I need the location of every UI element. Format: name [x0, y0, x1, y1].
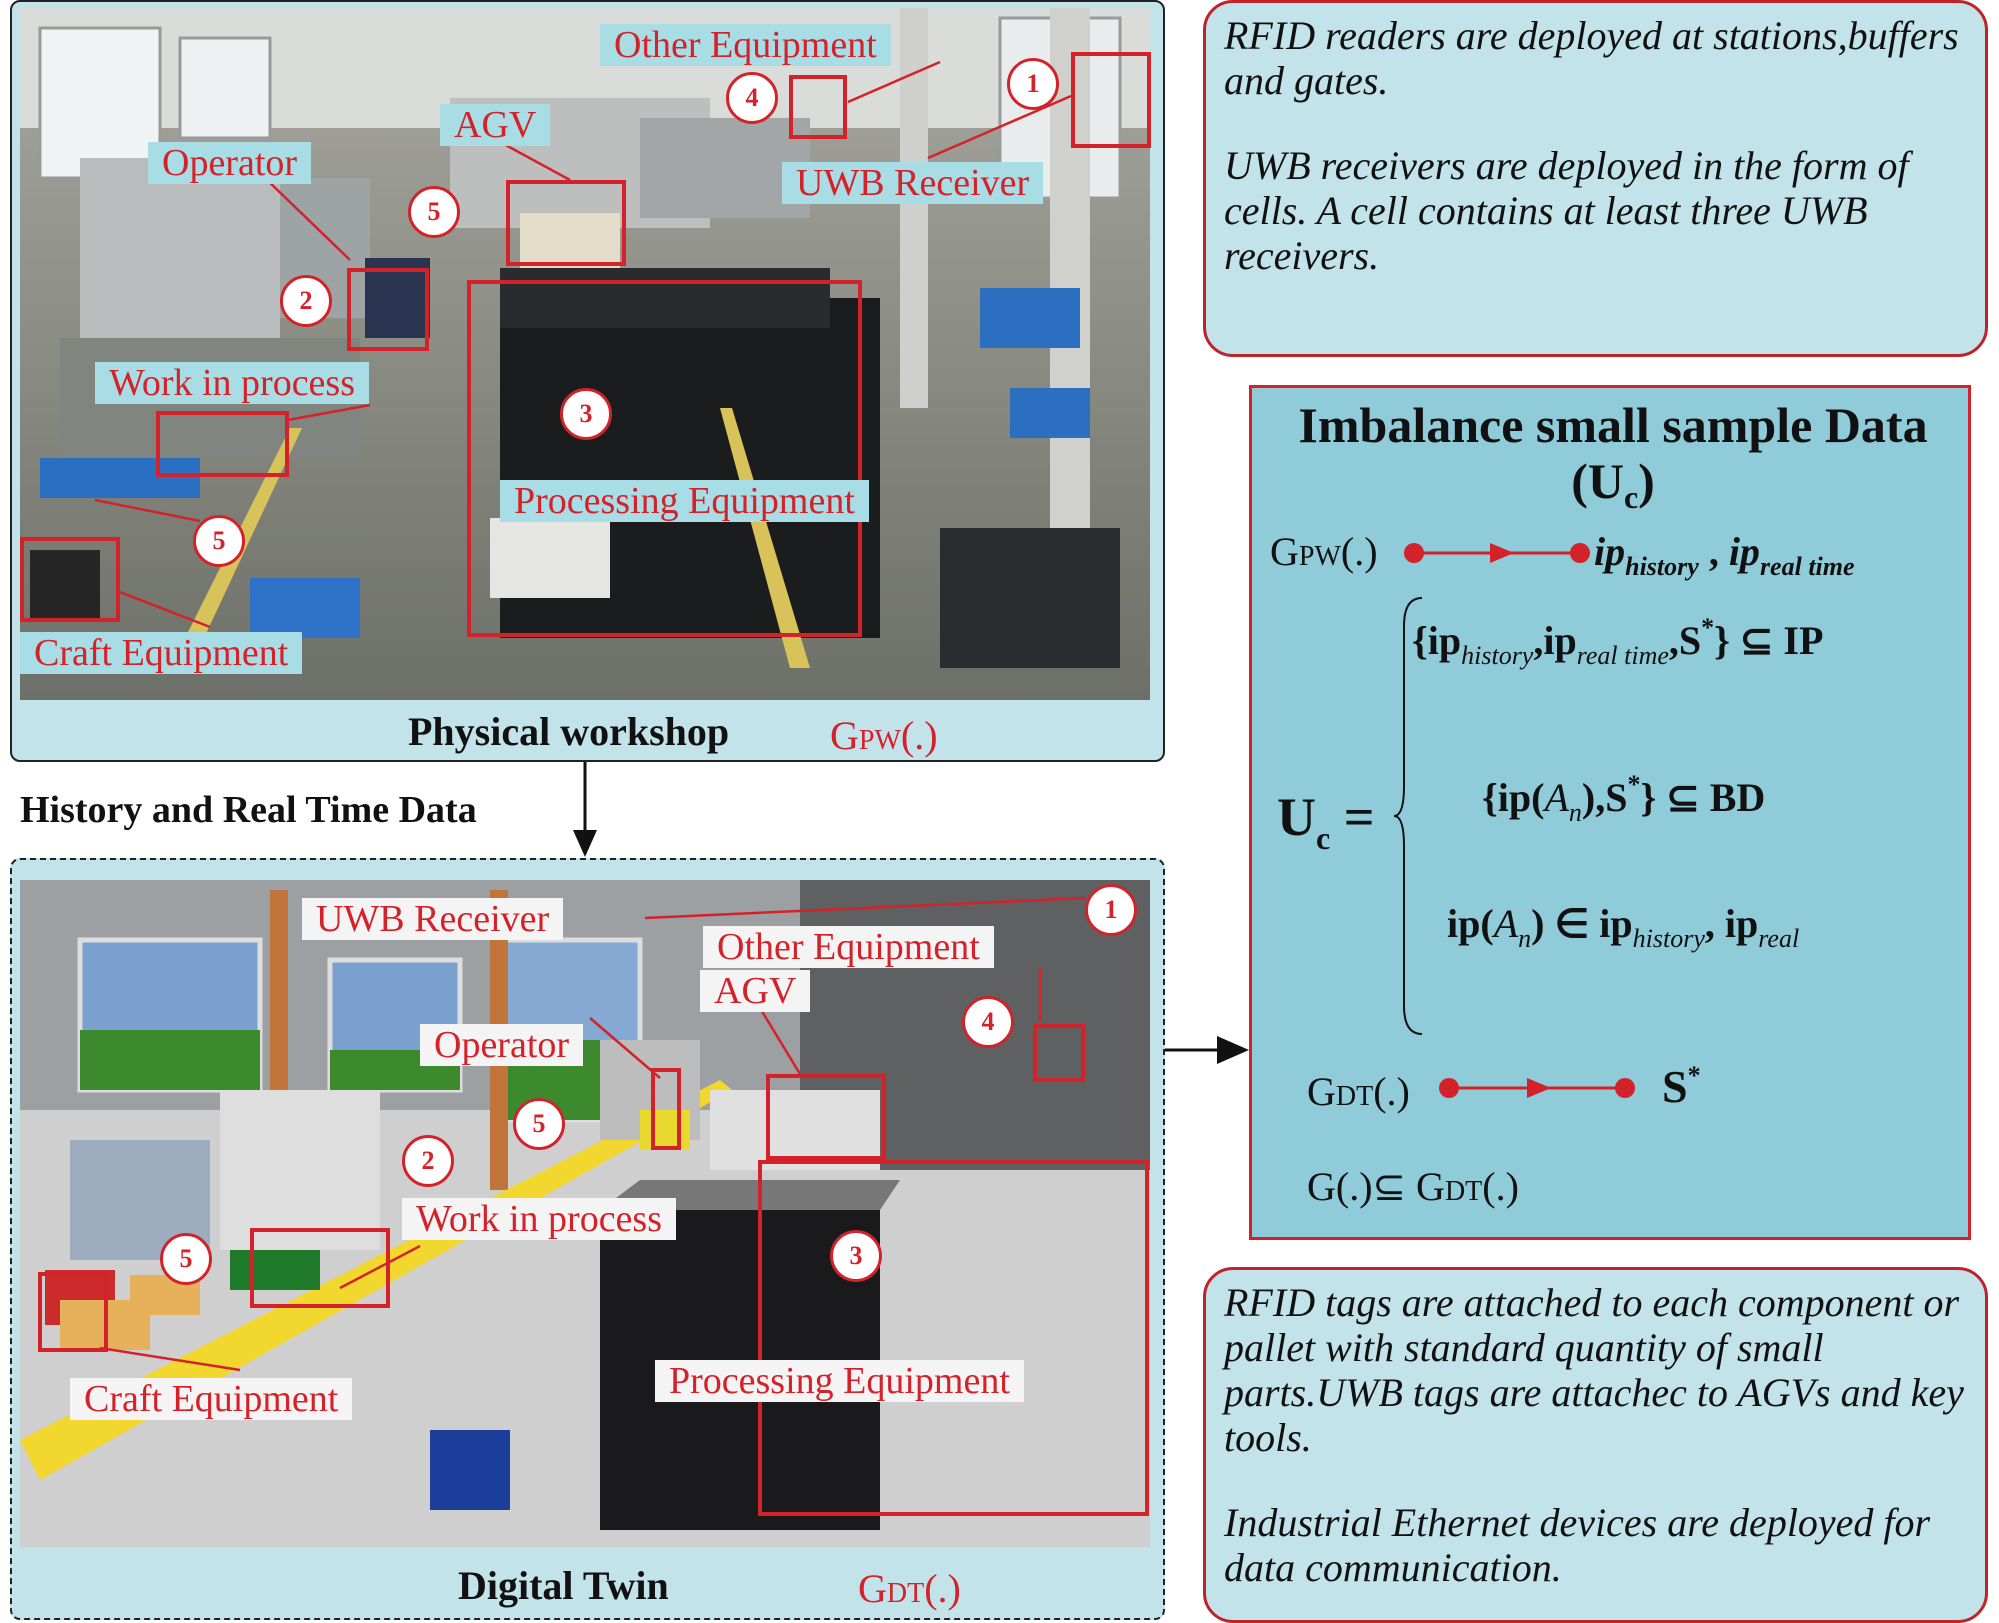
imb-subset: G(.)⊆ GDT(.): [1307, 1164, 1519, 1209]
history-realtime-label: History and Real Time Data: [20, 789, 477, 831]
imb-uc-lhs: Uc =: [1277, 787, 1375, 856]
gdt-connector: [1439, 1078, 1635, 1098]
agv-box: [506, 180, 626, 266]
dt-label-uwb-receiver: UWB Receiver: [302, 898, 564, 940]
imb-gdt: GDT(.): [1307, 1069, 1410, 1114]
pw-label-work-in-process: Work in process: [95, 362, 369, 404]
pw-label-agv: AGV: [440, 104, 551, 146]
craft-equipment-box: [20, 537, 120, 622]
dt-label-agv: AGV: [700, 970, 811, 1012]
uwb-receiver-box: [1071, 52, 1151, 148]
physical-pointer-lines: [94, 60, 1072, 629]
dt-craft-equipment-box: [38, 1272, 108, 1352]
dt-label-operator: Operator: [420, 1024, 584, 1066]
dt-label-work-in-process: Work in process: [402, 1198, 676, 1240]
right-arrow: [1165, 1036, 1249, 1064]
dt-marker-4: 4: [962, 996, 1014, 1048]
dt-label-processing-equipment: Processing Equipment: [655, 1360, 1024, 1402]
gdt-function-label: GDT(.): [858, 1566, 961, 1611]
imbalance-panel: Imbalance small sample Data (Uc) GPW(.) …: [1249, 385, 1971, 1240]
imb-set-ip: {iphistory,ipreal time,S*} ⊆ IP: [1412, 613, 1824, 670]
pw-label-processing-equipment: Processing Equipment: [500, 480, 869, 522]
dt-marker-5b: 5: [160, 1233, 212, 1285]
physical-workshop-caption: Physical workshop: [408, 709, 730, 754]
pw-marker-3: 3: [560, 388, 612, 440]
pw-label-other-equipment: Other Equipment: [600, 24, 891, 66]
pw-marker-2: 2: [280, 275, 332, 327]
gpw-function-label: GPW(.): [830, 713, 938, 758]
imb-set-bd: {ip(An),S*} ⊆ BD: [1482, 770, 1766, 827]
pw-marker-1: 1: [1007, 58, 1059, 110]
imb-gdt-target: S*: [1662, 1061, 1701, 1112]
imb-gpw-targets: iphistory , ipreal time: [1594, 529, 1855, 581]
uc-brace: [1393, 597, 1423, 1035]
processing-equipment-box: [467, 280, 862, 637]
dt-operator-box: [651, 1068, 681, 1150]
note-readers-rfid: RFID readers are deployed at stations,bu…: [1224, 13, 1959, 103]
pw-label-operator: Operator: [148, 142, 312, 184]
pw-marker-4: 4: [726, 72, 778, 124]
pw-marker-5a: 5: [408, 186, 460, 238]
work-in-process-box: [156, 411, 289, 477]
dt-other-equipment-box: [1033, 1024, 1085, 1082]
digital-twin-caption: Digital Twin: [458, 1563, 669, 1608]
dt-label-other-equipment: Other Equipment: [703, 926, 994, 968]
dt-marker-5a: 5: [513, 1098, 565, 1150]
dt-marker-1: 1: [1085, 884, 1137, 936]
dt-marker-3: 3: [830, 1230, 882, 1282]
dt-processing-equipment-box: [758, 1160, 1149, 1516]
imbalance-title: Imbalance small sample Data: [1298, 397, 1928, 453]
other-equipment-box: [789, 75, 847, 139]
dt-work-in-process-box: [250, 1228, 390, 1308]
pw-marker-5b: 5: [193, 515, 245, 567]
operator-box: [347, 268, 429, 351]
note-tags-rfid: RFID tags are attached to each component…: [1224, 1280, 1964, 1460]
imb-gpw: GPW(.): [1270, 529, 1378, 574]
gpw-connector: [1404, 543, 1590, 563]
dt-marker-2: 2: [402, 1135, 454, 1187]
note-tags-ethernet: Industrial Ethernet devices are deployed…: [1224, 1500, 1931, 1590]
note-readers-uwb: UWB receivers are deployed in the form o…: [1224, 143, 1909, 278]
imbalance-title-uc: (Uc): [1571, 453, 1655, 515]
pw-label-uwb-receiver: UWB Receiver: [782, 162, 1044, 204]
pw-label-craft-equipment: Craft Equipment: [20, 632, 303, 674]
imb-relation: ip(An) ∈ iphistory, ipreal: [1447, 901, 1800, 953]
note-tags: RFID tags are attached to each component…: [1203, 1267, 1988, 1623]
down-arrow: [573, 762, 597, 857]
note-readers: RFID readers are deployed at stations,bu…: [1203, 0, 1988, 357]
dt-agv-box: [766, 1074, 886, 1160]
dt-label-craft-equipment: Craft Equipment: [70, 1378, 353, 1420]
